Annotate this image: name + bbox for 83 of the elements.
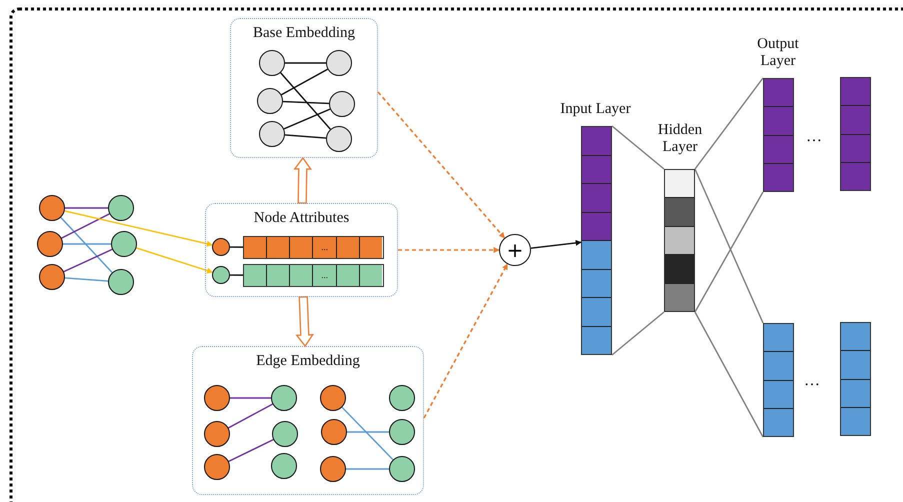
- connector-line: [285, 62, 326, 64]
- connector-line: [612, 311, 664, 356]
- sum-circle: [499, 234, 531, 266]
- graph-node-circle: [212, 266, 230, 284]
- connector-line: [284, 134, 326, 139]
- feature-vector: [242, 264, 384, 286]
- layer-bar: [763, 323, 794, 437]
- graph-node-circle: [39, 195, 65, 221]
- vector-cell: ...: [313, 264, 337, 286]
- graph-node-circle: [270, 452, 296, 478]
- connector-line: [228, 439, 274, 462]
- panel-title: Edge Embedding: [255, 353, 361, 370]
- graph-node-circle: [212, 238, 230, 256]
- arrow: [136, 247, 213, 274]
- connector-line: [346, 468, 389, 470]
- connector-line: [694, 78, 764, 170]
- graph-node-circle: [326, 126, 352, 152]
- graph-node-circle: [39, 264, 65, 290]
- connector-line: [694, 312, 764, 438]
- connector-line: [65, 207, 108, 209]
- arrow: [530, 240, 582, 249]
- connector-line: [347, 431, 389, 433]
- graph-node-circle: [326, 50, 352, 76]
- feature-vector: [242, 236, 384, 258]
- connector-line: [230, 246, 243, 248]
- connector-line: [230, 274, 243, 276]
- graph-node-circle: [204, 454, 230, 480]
- graph-node-circle: [256, 88, 282, 114]
- graph-node-circle: [108, 195, 134, 221]
- graph-node-circle: [204, 420, 230, 446]
- arrow: [423, 264, 508, 418]
- graph-node-circle: [388, 456, 414, 482]
- graph-node-circle: [204, 384, 230, 410]
- arrow: [64, 210, 213, 247]
- layer-bar: [840, 77, 871, 191]
- graph-node-circle: [388, 418, 414, 444]
- connector-line: [342, 406, 394, 460]
- connector-line: [281, 68, 328, 96]
- ellipsis-text: …: [804, 372, 820, 390]
- connector-line: [63, 243, 111, 245]
- plus-sign: +: [506, 240, 524, 260]
- layer-bar: [581, 126, 612, 355]
- layer-bar: [664, 169, 695, 312]
- connector-line: [64, 277, 108, 282]
- graph-node-circle: [388, 384, 414, 410]
- panel-title: Node Attributes: [252, 210, 350, 227]
- connector-line: [280, 72, 331, 130]
- arrow: [398, 247, 500, 253]
- graph-node-circle: [111, 231, 137, 257]
- ellipsis-text: …: [806, 128, 822, 146]
- graph-node-circle: [270, 384, 296, 410]
- panel-box: [192, 346, 424, 495]
- connector-line: [230, 397, 271, 399]
- layer-label: Hidden Layer: [656, 122, 704, 156]
- connector-line: [282, 100, 330, 104]
- graph-node-circle: [37, 231, 63, 257]
- connector-line: [694, 192, 764, 312]
- connector-line: [64, 248, 112, 272]
- connector-line: [60, 217, 113, 273]
- connector-line: [284, 108, 330, 130]
- connector-line: [612, 125, 664, 170]
- graph-node-circle: [258, 50, 284, 76]
- panel-title: Base Embedding: [252, 25, 356, 42]
- hollow-arrow: [295, 296, 314, 348]
- graph-node-circle: [328, 90, 354, 116]
- panel-box: [205, 203, 398, 297]
- graph-node-circle: [108, 269, 134, 295]
- panel-box: [230, 18, 378, 158]
- arrow: [377, 91, 506, 238]
- layer-label: Input Layer: [559, 101, 632, 118]
- connector-line: [61, 213, 110, 239]
- vector-cell: ...: [313, 236, 337, 258]
- graph-node-circle: [258, 120, 284, 146]
- graph-node-circle: [272, 420, 298, 446]
- graph-node-circle: [320, 456, 346, 482]
- connector-line: [694, 168, 764, 324]
- layer-bar: [763, 78, 794, 192]
- graph-node-circle: [320, 384, 346, 410]
- connector-line: [228, 404, 273, 428]
- graph-node-circle: [320, 418, 346, 444]
- layer-label: Output Layer: [756, 36, 800, 70]
- layer-bar: [840, 322, 871, 436]
- hollow-arrow: [293, 156, 312, 204]
